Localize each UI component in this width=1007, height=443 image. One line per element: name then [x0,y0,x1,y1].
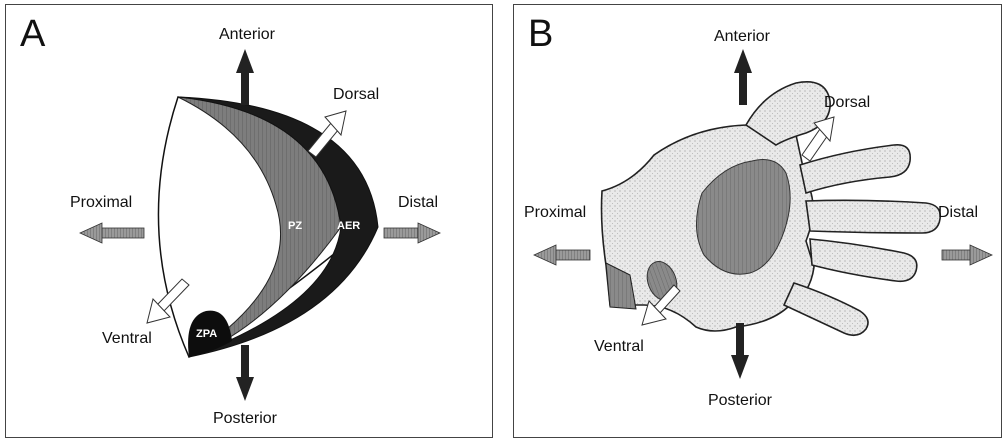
posterior-arrow [236,345,254,401]
proximal-arrow [534,245,590,265]
distal-label: Distal [398,195,438,211]
distal-arrow [942,245,992,265]
anterior-arrow [236,49,254,105]
dorsal-label: Dorsal [333,87,379,103]
pz-label: PZ [288,221,302,232]
distal-arrow [384,223,440,243]
anterior-label: Anterior [219,27,275,43]
dorsal-label: Dorsal [824,95,870,111]
anterior-arrow [734,49,752,105]
posterior-label: Posterior [708,393,772,409]
zpa-label: ZPA [196,329,217,340]
posterior-label: Posterior [213,411,277,427]
little-finger [784,283,868,335]
posterior-arrow [731,323,749,379]
hand-diagram [514,5,1003,439]
ventral-label: Ventral [594,339,644,355]
limb-bud-diagram [6,5,494,439]
anterior-label: Anterior [714,29,770,45]
ventral-label: Ventral [102,331,152,347]
middle-finger [806,200,940,233]
panel-a: A [5,4,493,438]
proximal-label: Proximal [524,205,586,221]
aer-label: AER [337,221,360,232]
ring-finger [810,239,917,281]
panel-b: B [513,4,1002,438]
distal-label: Distal [938,205,978,221]
proximal-label: Proximal [70,195,132,211]
proximal-arrow [80,223,144,243]
